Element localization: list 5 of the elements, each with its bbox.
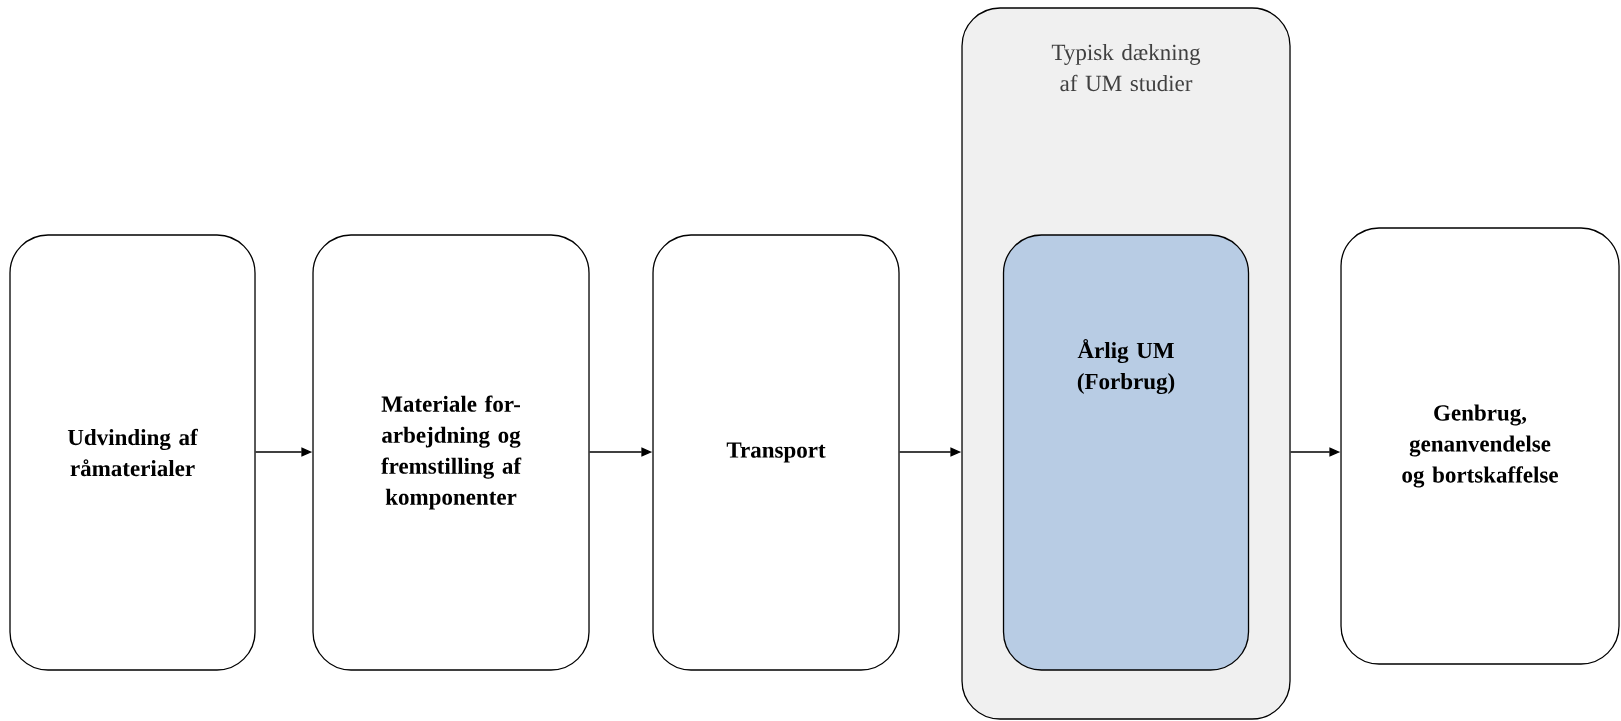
- process-box: Årlig UM (Forbrug): [1002, 234, 1250, 671]
- process-box: Genbrug, genanvendelse og bortskaffelse: [1340, 227, 1620, 665]
- process-box: Udvinding af råmaterialer: [9, 234, 256, 671]
- process-box: Transport: [652, 234, 900, 671]
- process-box: Materiale for-arbejdning og fremstilling af komponenter: [312, 234, 590, 671]
